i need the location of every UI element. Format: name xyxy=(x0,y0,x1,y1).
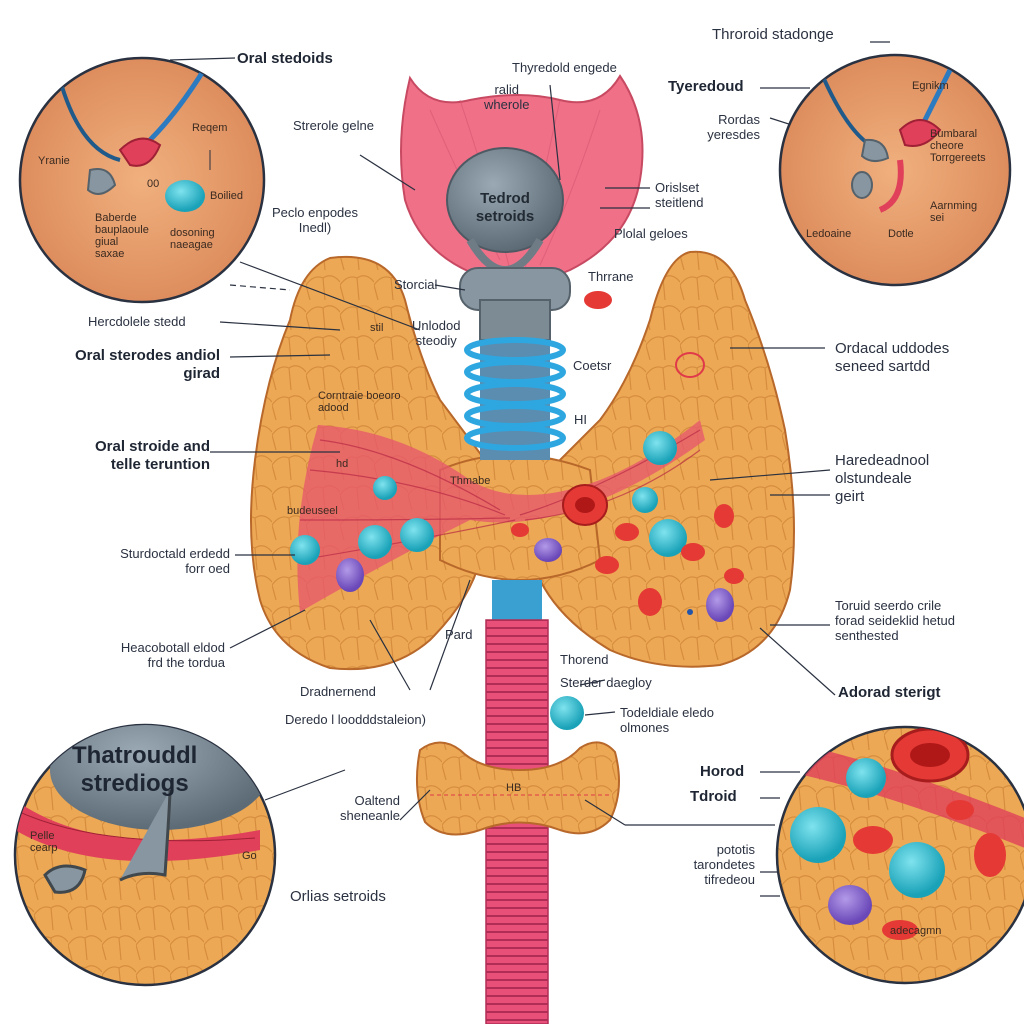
label-todeldiate: Todeldiale eledo olmones xyxy=(620,705,714,735)
label-tl-yranie: Yranie xyxy=(38,155,70,167)
zoom-circle-top-left xyxy=(18,56,266,304)
label-orlsiset: Orislset steitlend xyxy=(655,180,704,210)
label-br-adeoagmn: adecagmn xyxy=(890,925,942,937)
label-tr-bumbaral: Bumbaral cheore Torrgereets xyxy=(930,128,986,164)
blue-rings xyxy=(464,337,566,460)
label-sterder: Sterder daegloy xyxy=(560,675,652,690)
label-pede-onpodes: Peclo enpodes Inedl) xyxy=(272,205,359,235)
label-coetsr: Coetsr xyxy=(573,358,612,373)
label-unlodod: Unlodod steodiy xyxy=(412,318,461,348)
zoom-circle-top-right xyxy=(778,53,1012,287)
label-hb: HB xyxy=(506,782,522,794)
label-storcial: Storcial xyxy=(394,277,438,292)
label-tdroid: Tdroid xyxy=(690,788,737,805)
label-tl-baberde: Baberde bauplaoule giual saxae xyxy=(95,212,149,260)
label-oral-steroids-top-left: Oral stedoids xyxy=(237,50,333,67)
label-tr-dotle: Dotle xyxy=(888,228,914,240)
label-pard: Pard xyxy=(445,627,473,642)
lower-small-gland xyxy=(416,741,620,836)
label-toruid-seeodo: Toruid seerdo crile forad seideklid hetu… xyxy=(835,598,955,643)
label-tl-dosoning: dosoning naeagae xyxy=(170,227,215,251)
label-tl-reqem: Reqem xyxy=(192,122,228,134)
label-hd: hd xyxy=(336,458,349,470)
label-ordacal: Ordacal uddodes seneed sartdd xyxy=(835,340,950,375)
label-pototis: pototis tarondetes tifredeou xyxy=(693,842,755,887)
label-deredo: Deredo l loodddstaleion) xyxy=(285,712,426,727)
label-tr-egnikm: Egnikm xyxy=(912,80,949,92)
label-parial-wherole: ralid wherole xyxy=(484,82,530,112)
blue-tube xyxy=(492,580,542,620)
label-thrrane: Thrrane xyxy=(588,269,634,284)
label-tr-ladoaine: Ledoaine xyxy=(806,228,852,240)
label-tl-00: 00 xyxy=(147,178,160,190)
label-heacobotoll: Heacobotall eldod frd the tordua xyxy=(120,640,225,670)
label-thorend: Thorend xyxy=(560,652,609,667)
zoom-circle-bottom-left xyxy=(13,723,277,987)
label-rordas: Rordas yeresdes xyxy=(707,112,760,142)
label-steroid-gains: Strerole gelne xyxy=(293,118,374,133)
label-adorad-sterigt: Adorad sterigt xyxy=(838,684,941,701)
label-thatrouddl: Thatrouddl strediogs xyxy=(72,742,198,797)
zoom-circle-bottom-right xyxy=(775,725,1024,985)
muscle-band xyxy=(297,420,705,612)
label-stil: stil xyxy=(370,322,384,334)
gland-cells xyxy=(290,291,744,730)
label-sturdoctald: Sturdoctald erdedd forr oed xyxy=(120,546,230,576)
central-gray-stone xyxy=(446,147,564,253)
label-thyroid-storage: Throroid stadonge xyxy=(712,26,834,43)
label-tyredoud: Tyeredoud xyxy=(668,78,744,95)
label-orlas-setroids: Orlias setroids xyxy=(290,888,386,905)
label-haredeadnool: Haredeadnool olstundeale geirt xyxy=(835,452,930,505)
label-tl-boiled: Boilied xyxy=(210,190,244,202)
label-oral-stroide-and: Oral stroide and telle teruntion xyxy=(94,438,210,473)
label-thmabe: Thmabe xyxy=(450,475,491,487)
label-oaltend: Oaltend sheneanle xyxy=(340,793,400,823)
label-corntral: Corntraie boeoro adood xyxy=(318,390,401,414)
label-budeuseel: budeuseel xyxy=(287,505,338,517)
label-center-stone: Tedrod setroids xyxy=(475,190,535,225)
label-horod: Horod xyxy=(700,763,745,780)
label-plolal-geloes: Plolal geloes xyxy=(614,226,688,241)
label-oral-sterodes: Oral sterodes andiol girad xyxy=(74,347,220,382)
leader-lines xyxy=(169,41,890,897)
label-bl-go: Go xyxy=(242,850,257,862)
label-tr-arnminng: Aarnming sei xyxy=(930,200,978,224)
label-dradnernend: Dradnernend xyxy=(300,684,376,699)
label-herodolle: Hercdolele stedd xyxy=(88,314,186,329)
label-thyroid-angle: Thyredold engede xyxy=(512,60,617,75)
label-hi: HI xyxy=(574,412,587,427)
label-bl-pelle: Pelle cearp xyxy=(30,830,58,854)
